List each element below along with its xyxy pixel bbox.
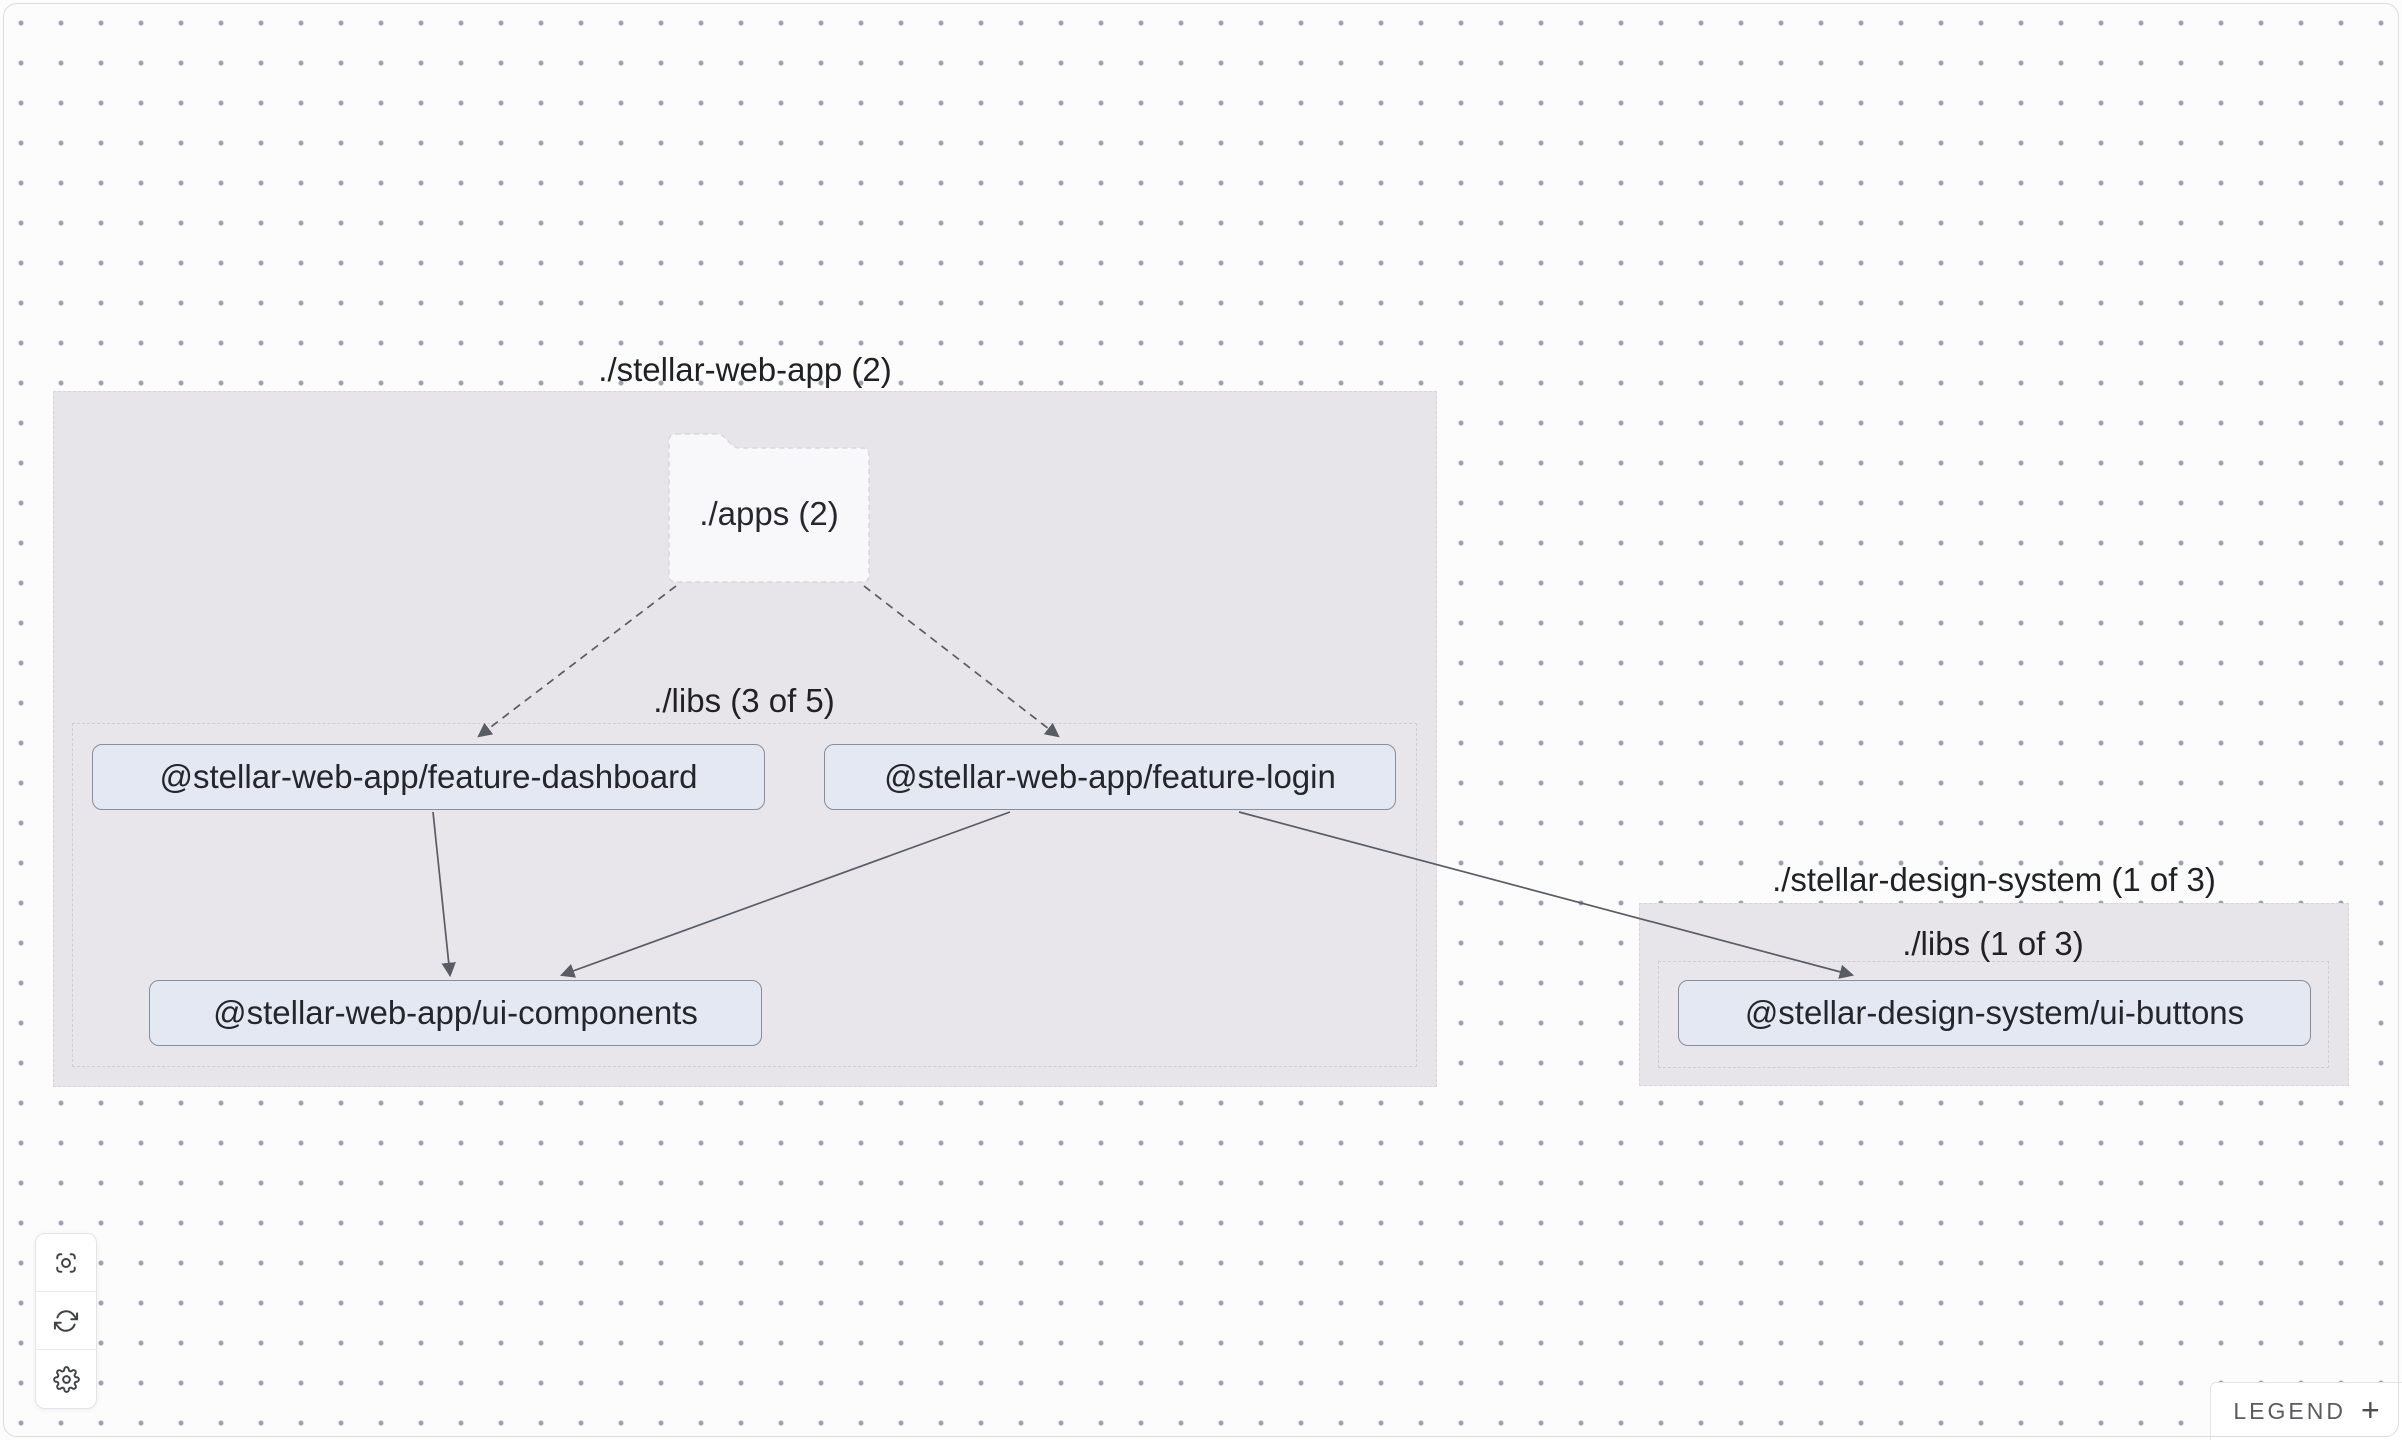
group-label-libs-web-app: ./libs (3 of 5) — [653, 682, 835, 719]
folder-icon — [668, 433, 870, 583]
project-node-feature-dashboard[interactable]: @stellar-web-app/feature-dashboard — [92, 744, 765, 810]
folder-label-apps: ./apps (2) — [699, 495, 839, 532]
fit-to-view-button[interactable] — [36, 1234, 96, 1292]
edge-apps-to-feature-login[interactable] — [863, 585, 1060, 738]
focus-icon — [56, 1252, 76, 1273]
project-node-label: @stellar-web-app/ui-components — [213, 994, 698, 1031]
legend-label: LEGEND — [2233, 1398, 2346, 1424]
project-node-ui-components[interactable]: @stellar-web-app/ui-components — [149, 980, 762, 1046]
project-node-label: @stellar-design-system/ui-buttons — [1744, 994, 2245, 1031]
edge-feature-dashboard-to-ui-components[interactable] — [432, 811, 456, 978]
refresh-icon — [53, 1309, 79, 1332]
project-node-ui-buttons[interactable]: @stellar-design-system/ui-buttons — [1678, 980, 2311, 1046]
refresh-button[interactable] — [36, 1292, 96, 1350]
project-node-feature-login[interactable]: @stellar-web-app/feature-login — [824, 744, 1396, 810]
group-label-stellar-design-system: ./stellar-design-system (1 of 3) — [1772, 861, 2216, 898]
plus-icon: + — [2360, 1392, 2380, 1428]
project-node-label: @stellar-web-app/feature-dashboard — [159, 758, 698, 795]
settings-icon — [52, 1365, 80, 1393]
project-node-label: @stellar-web-app/feature-login — [884, 758, 1336, 795]
edge-feature-login-to-ui-components[interactable] — [559, 811, 1011, 978]
group-label-libs-design-system: ./libs (1 of 3) — [1902, 925, 2084, 962]
folder-node-apps[interactable]: ./apps (2) — [668, 433, 870, 583]
canvas-toolbar — [35, 1233, 97, 1409]
group-label-stellar-web-app: ./stellar-web-app (2) — [598, 351, 892, 388]
legend-toggle[interactable]: LEGEND + — [2210, 1382, 2402, 1440]
edge-apps-to-feature-dashboard[interactable] — [477, 585, 677, 738]
settings-button[interactable] — [36, 1350, 96, 1408]
edge-feature-login-to-ui-buttons[interactable] — [1238, 811, 1855, 979]
